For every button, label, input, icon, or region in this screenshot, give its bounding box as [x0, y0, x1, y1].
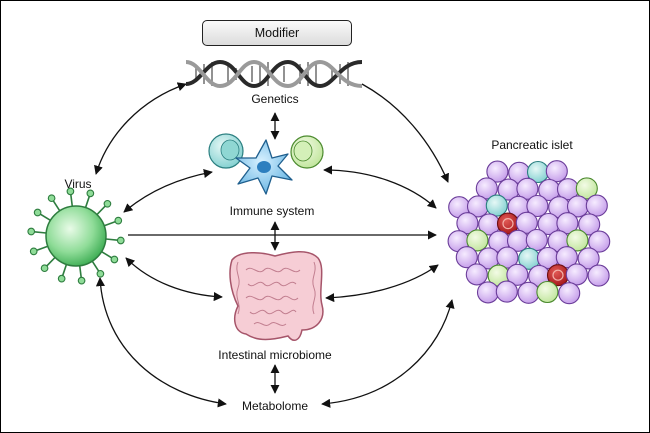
arrow-immune-islet: [323, 165, 437, 209]
modifier-box: Modifier: [202, 20, 352, 46]
green-islet-cell-icon: [566, 229, 589, 252]
arrow-metabolome-islet: [321, 299, 455, 408]
purple-islet-cell-icon: [525, 228, 548, 252]
arrow-virus-immune: [123, 169, 213, 213]
teal-lymphocyte-icon: [208, 133, 244, 169]
arrows: [94, 82, 455, 408]
virus-spike-icon: [57, 274, 66, 283]
purple-islet-cell-icon: [486, 160, 509, 183]
green-islet-cell-icon: [575, 177, 598, 200]
virus-spike-icon: [96, 269, 105, 278]
purple-islet-cell-icon: [565, 263, 588, 286]
purple-islet-cell-icon: [585, 194, 608, 217]
dna-helix-icon: [185, 59, 363, 89]
virus-spike-icon: [29, 247, 38, 256]
purple-islet-cell-icon: [475, 177, 498, 200]
purple-islet-cell-icon: [577, 247, 600, 270]
virus-spike-icon: [40, 264, 49, 273]
purple-islet-cell-icon: [555, 246, 578, 269]
purple-islet-cell-icon: [526, 194, 549, 218]
virus-spike-icon: [110, 255, 119, 264]
purple-islet-cell-icon: [545, 160, 568, 183]
modifier-label: Modifier: [254, 26, 300, 40]
purple-islet-cell-icon: [558, 282, 581, 305]
virus-label: Virus: [64, 177, 92, 191]
metabolome-label: Metabolome: [241, 399, 309, 413]
pancreatic-islet-label: Pancreatic islet: [491, 138, 573, 152]
virus-spike-icon: [103, 199, 112, 208]
virus-spike-icon: [47, 194, 56, 203]
virus-icon: [27, 187, 125, 285]
immune-system-label: Immune system: [229, 204, 315, 218]
green-lymphocyte-icon: [290, 135, 324, 169]
purple-islet-cell-icon: [495, 280, 518, 303]
virus-spike-icon: [116, 236, 125, 245]
purple-islet-cell-icon: [465, 263, 488, 286]
purple-islet-cell-icon: [578, 213, 601, 236]
virus-spike-icon: [66, 187, 75, 196]
purple-islet-cell-icon: [515, 211, 538, 234]
virus-spike-icon: [33, 208, 42, 217]
intestinal-microbiome-label: Intestinal microbiome: [218, 348, 332, 362]
arrow-genetics-virus: [94, 82, 187, 175]
purple-islet-cell-icon: [517, 281, 540, 304]
virus-spike-icon: [114, 216, 123, 225]
beta-cell-nucleus-icon: [502, 218, 514, 230]
purple-islet-cell-icon: [496, 246, 519, 269]
green-islet-cell-icon: [466, 229, 489, 252]
arrow-virus-microbiome: [125, 257, 223, 302]
virus-spike-icon: [77, 276, 86, 285]
arrow-virus-metabolome: [95, 277, 227, 408]
purple-islet-cell-icon: [476, 281, 500, 304]
beta-cell-nucleus-icon: [552, 269, 564, 281]
teal-islet-cell-icon: [485, 194, 508, 217]
arrow-genetics-islet: [361, 83, 449, 183]
arrow-microbiome-islet: [325, 264, 439, 303]
pancreatic-islet-icon: [447, 160, 611, 305]
dendritic-cell-icon: [235, 139, 293, 195]
green-islet-cell-icon: [536, 280, 559, 304]
purple-islet-cell-icon: [556, 212, 579, 235]
purple-islet-cell-icon: [587, 264, 610, 287]
genetics-label: Genetics: [251, 92, 299, 106]
virus-spike-icon: [86, 189, 95, 198]
purple-islet-cell-icon: [455, 246, 478, 269]
purple-islet-cell-icon: [506, 263, 529, 286]
purple-islet-cell-icon: [456, 212, 479, 235]
purple-islet-cell-icon: [516, 177, 539, 200]
purple-islet-cell-icon: [588, 230, 611, 253]
virus-spike-icon: [27, 227, 36, 236]
immune-cells-icon: [208, 133, 324, 195]
intestine-icon: [229, 251, 324, 341]
